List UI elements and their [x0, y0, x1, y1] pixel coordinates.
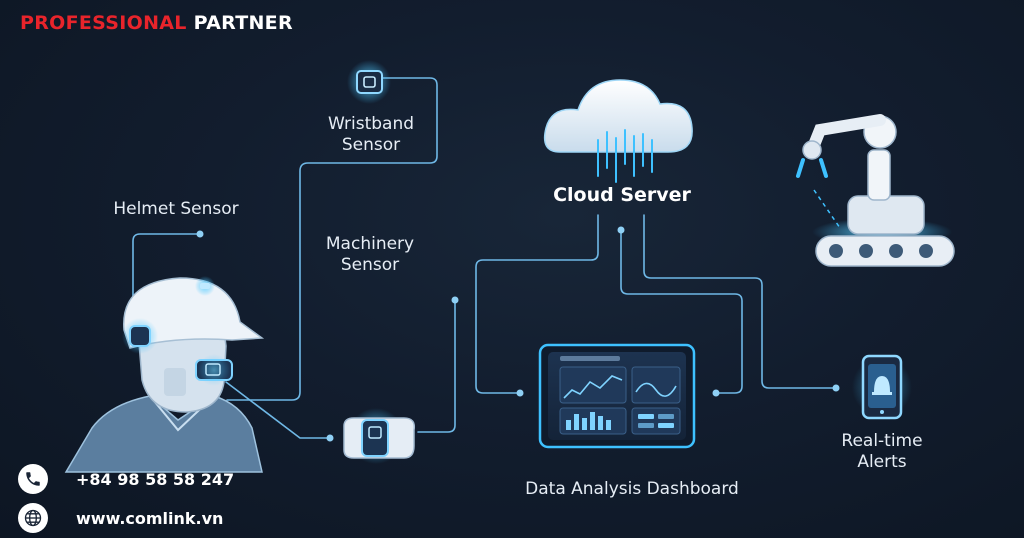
label-wristband-line2: Sensor: [341, 135, 401, 155]
phone-icon: [18, 464, 48, 494]
wristband-icon: [343, 408, 416, 464]
line-wristband-to-machinery: [417, 299, 456, 433]
label-wristband-sensor: Wristband Sensor: [318, 114, 424, 156]
line-helmet-sensor: [132, 233, 201, 301]
line-cloud-to-dashboard: [475, 214, 599, 394]
brand-title: PROFESSIONAL PARTNER: [20, 12, 293, 34]
contact-phone[interactable]: +84 98 58 58 247: [18, 464, 234, 494]
label-machinery-line1: Machinery: [325, 234, 415, 254]
line-cloud-to-dashboard-right: [620, 229, 743, 394]
connector-dots: [196, 226, 840, 442]
contact-website[interactable]: www.comlink.vn: [18, 503, 223, 533]
brand-word-1: PROFESSIONAL: [20, 12, 187, 34]
label-dashboard: Data Analysis Dashboard: [525, 479, 739, 499]
robot-arm-icon: [796, 114, 955, 267]
smartphone-alert-icon: [852, 354, 912, 420]
label-machinery-line2: Sensor: [340, 255, 400, 275]
wristband-chip-icon: [347, 60, 391, 104]
line-wristband-sensor: [226, 77, 438, 401]
label-helmet-sensor: Helmet Sensor: [113, 199, 239, 219]
phone-number: +84 98 58 58 247: [76, 469, 235, 489]
label-cloud-server: Cloud Server: [553, 184, 691, 206]
website-url: www.comlink.vn: [76, 508, 224, 528]
line-worker-to-wristband: [225, 381, 331, 439]
brand-word-2: PARTNER: [193, 12, 293, 34]
label-machinery-sensor: Machinery Sensor: [314, 234, 426, 276]
cloud-icon: [543, 79, 693, 183]
line-cloud-to-alerts: [643, 214, 837, 389]
label-realtime-alerts: Real-time Alerts: [826, 431, 938, 473]
label-wristband-line1: Wristband: [327, 114, 415, 134]
dashboard-icon: [538, 343, 696, 449]
label-alerts-line2: Alerts: [857, 452, 907, 472]
connector-lines: [132, 77, 837, 439]
label-alerts-line1: Real-time: [841, 431, 923, 451]
worker-icon: [64, 276, 265, 473]
globe-icon: [18, 503, 48, 533]
